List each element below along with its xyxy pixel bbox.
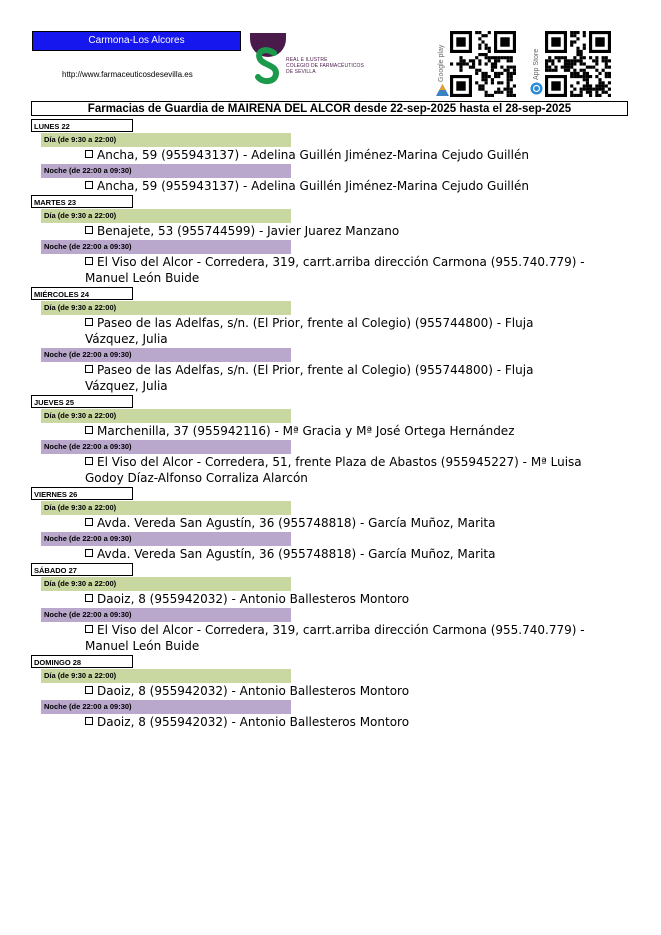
pharmacy-entry-text: Marchenilla, 37 (955942116) - Mª Gracia …	[97, 424, 515, 438]
pharmacy-entry: Ancha, 59 (955943137) - Adelina Guillén …	[85, 147, 585, 163]
day-shift-label: Día (de 9:30 a 22:00)	[41, 209, 291, 223]
app-store-label: App Store	[533, 48, 540, 80]
day-label: LUNES 22	[31, 119, 133, 132]
checkbox-bullet-icon	[85, 717, 93, 725]
college-name-line: REAL E ILUSTRE	[286, 57, 328, 63]
day-label: MARTES 23	[31, 195, 133, 208]
website-link[interactable]: http://www.farmaceuticosdesevilla.es	[62, 70, 193, 79]
pharmacy-entry-text: Paseo de las Adelfas, s/n. (El Prior, fr…	[85, 316, 534, 346]
day-shift-label: Día (de 9:30 a 22:00)	[41, 301, 291, 315]
night-shift-label: Noche (de 22:00 a 09:30)	[41, 348, 291, 362]
pharmacy-entry-text: El Viso del Alcor - Corredera, 319, carr…	[85, 623, 585, 653]
pharmacy-entry: Paseo de las Adelfas, s/n. (El Prior, fr…	[85, 315, 585, 347]
pharmacy-entry-text: Avda. Vereda San Agustín, 36 (955748818)…	[97, 547, 496, 561]
pharmacy-entry-text: El Viso del Alcor - Corredera, 319, carr…	[85, 255, 585, 285]
checkbox-bullet-icon	[85, 181, 93, 189]
app-store-icon	[530, 82, 543, 95]
checkbox-bullet-icon	[85, 594, 93, 602]
checkbox-bullet-icon	[85, 318, 93, 326]
page-title: Farmacias de Guardia de MAIRENA DEL ALCO…	[31, 101, 628, 116]
day-label: VIERNES 26	[31, 487, 133, 500]
pharmacy-entry: Benajete, 53 (955744599) - Javier Juarez…	[85, 223, 585, 239]
day-label: SÁBADO 27	[31, 563, 133, 576]
day-label: JUEVES 25	[31, 395, 133, 408]
pharmacy-entry-text: Avda. Vereda San Agustín, 36 (955748818)…	[97, 516, 496, 530]
zone-badge: Carmona-Los Alcores	[32, 31, 241, 51]
google-play-label: Google play	[438, 44, 445, 82]
checkbox-bullet-icon	[85, 150, 93, 158]
pharmacy-entry: El Viso del Alcor - Corredera, 319, carr…	[85, 622, 585, 654]
pharmacy-entry: Paseo de las Adelfas, s/n. (El Prior, fr…	[85, 362, 585, 394]
night-shift-label: Noche (de 22:00 a 09:30)	[41, 164, 291, 178]
pharmacy-entry-text: El Viso del Alcor - Corredera, 51, frent…	[85, 455, 582, 485]
checkbox-bullet-icon	[85, 518, 93, 526]
pharmacy-entry-text: Daoiz, 8 (955942032) - Antonio Ballester…	[97, 715, 410, 729]
checkbox-bullet-icon	[85, 549, 93, 557]
checkbox-bullet-icon	[85, 457, 93, 465]
checkbox-bullet-icon	[85, 686, 93, 694]
night-shift-label: Noche (de 22:00 a 09:30)	[41, 700, 291, 714]
pharmacy-entry: El Viso del Alcor - Corredera, 319, carr…	[85, 254, 585, 286]
pharmacy-entry: Avda. Vereda San Agustín, 36 (955748818)…	[85, 515, 585, 531]
day-shift-label: Día (de 9:30 a 22:00)	[41, 501, 291, 515]
google-play-qr-icon[interactable]	[450, 31, 516, 97]
night-shift-label: Noche (de 22:00 a 09:30)	[41, 608, 291, 622]
college-name-line: DE SEVILLA	[286, 69, 316, 75]
pharmacy-entry: Marchenilla, 37 (955942116) - Mª Gracia …	[85, 423, 585, 439]
day-label: MIÉRCOLES 24	[31, 287, 133, 300]
pharmacy-entry-text: Paseo de las Adelfas, s/n. (El Prior, fr…	[85, 363, 534, 393]
google-play-icon	[436, 84, 449, 96]
pharmacy-entry-text: Daoiz, 8 (955942032) - Antonio Ballester…	[97, 592, 410, 606]
day-label: DOMINGO 28	[31, 655, 133, 668]
pharmacy-entry: Daoiz, 8 (955942032) - Antonio Ballester…	[85, 591, 585, 607]
pharmacy-entry: Avda. Vereda San Agustín, 36 (955748818)…	[85, 546, 585, 562]
night-shift-label: Noche (de 22:00 a 09:30)	[41, 532, 291, 546]
checkbox-bullet-icon	[85, 625, 93, 633]
college-logo-icon	[250, 33, 286, 85]
day-shift-label: Día (de 9:30 a 22:00)	[41, 577, 291, 591]
pharmacy-entry-text: Ancha, 59 (955943137) - Adelina Guillén …	[97, 148, 529, 162]
day-shift-label: Día (de 9:30 a 22:00)	[41, 409, 291, 423]
checkbox-bullet-icon	[85, 365, 93, 373]
pharmacy-entry: Daoiz, 8 (955942032) - Antonio Ballester…	[85, 683, 585, 699]
pharmacy-entry-text: Ancha, 59 (955943137) - Adelina Guillén …	[97, 179, 529, 193]
night-shift-label: Noche (de 22:00 a 09:30)	[41, 440, 291, 454]
college-name: REAL E ILUSTRE COLEGIO DE FARMACÉUTICOS …	[286, 57, 364, 75]
checkbox-bullet-icon	[85, 226, 93, 234]
pharmacy-entry-text: Daoiz, 8 (955942032) - Antonio Ballester…	[97, 684, 410, 698]
app-store-qr-icon[interactable]	[545, 31, 611, 97]
day-shift-label: Día (de 9:30 a 22:00)	[41, 669, 291, 683]
pharmacy-entry: Ancha, 59 (955943137) - Adelina Guillén …	[85, 178, 585, 194]
pharmacy-entry: Daoiz, 8 (955942032) - Antonio Ballester…	[85, 714, 585, 730]
checkbox-bullet-icon	[85, 426, 93, 434]
night-shift-label: Noche (de 22:00 a 09:30)	[41, 240, 291, 254]
day-shift-label: Día (de 9:30 a 22:00)	[41, 133, 291, 147]
pharmacy-entry-text: Benajete, 53 (955744599) - Javier Juarez…	[97, 224, 400, 238]
college-name-line: COLEGIO DE FARMACÉUTICOS	[286, 63, 364, 69]
pharmacy-entry: El Viso del Alcor - Corredera, 51, frent…	[85, 454, 585, 486]
checkbox-bullet-icon	[85, 257, 93, 265]
